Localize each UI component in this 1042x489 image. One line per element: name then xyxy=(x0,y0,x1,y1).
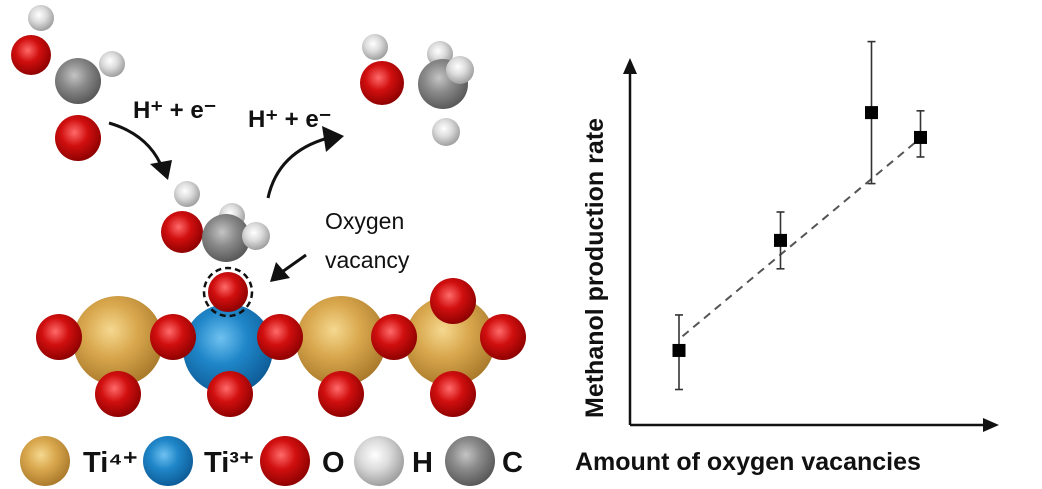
ti4-atom-swatch xyxy=(20,436,70,486)
oxygen-atom xyxy=(207,371,253,417)
carbon-atom xyxy=(55,58,101,104)
oxygen-atom-swatch xyxy=(260,436,310,486)
legend-item: Ti³⁺ xyxy=(143,436,254,486)
data-point xyxy=(672,343,686,357)
y-axis-arrowhead xyxy=(623,58,637,74)
oxygen-atom xyxy=(208,272,248,312)
hydrogen-atom xyxy=(99,51,125,77)
ti4-atom xyxy=(296,296,386,386)
legend-label: H xyxy=(412,447,433,479)
step2-label: H⁺ + e⁻ xyxy=(248,106,331,133)
data-point-group xyxy=(774,211,787,270)
carbon-atom-swatch xyxy=(445,436,495,486)
oxygen-atom xyxy=(371,314,417,360)
legend-item: O xyxy=(260,436,345,486)
ti4-atom xyxy=(73,296,163,386)
ti3-atom-swatch xyxy=(143,436,193,486)
ti4-atom xyxy=(405,296,495,386)
data-point-group xyxy=(672,314,686,391)
oxygen-atom xyxy=(360,61,404,105)
fit-line xyxy=(681,140,918,338)
legend: Ti⁴⁺ Ti³⁺ O H C xyxy=(20,436,523,486)
vacancy-label-line2: vacancy xyxy=(325,247,410,273)
legend-item: H xyxy=(354,436,433,486)
data-point-group xyxy=(914,110,927,158)
vacancy-label-line1: Oxygen xyxy=(325,208,404,234)
legend-label: O xyxy=(322,447,345,479)
hydrogen-atom xyxy=(362,34,388,60)
arrow-vacancy-pointer xyxy=(270,253,307,282)
hydrogen-atom xyxy=(432,118,460,146)
x-axis-arrowhead xyxy=(983,418,999,432)
hydrogen-atom xyxy=(242,222,270,250)
data-point xyxy=(914,130,927,144)
data-point xyxy=(774,233,787,247)
oxygen-atom xyxy=(36,314,82,360)
oxygen-atom xyxy=(150,314,196,360)
data-point xyxy=(865,106,878,120)
oxygen-atom xyxy=(318,371,364,417)
oxygen-atom xyxy=(257,314,303,360)
oxygen-atom xyxy=(430,371,476,417)
legend-label: Ti⁴⁺ xyxy=(83,447,138,479)
data-point-group xyxy=(865,40,878,185)
hydrogen-atom xyxy=(446,56,474,84)
x-axis-label: Amount of oxygen vacancies xyxy=(575,448,921,476)
legend-item: Ti⁴⁺ xyxy=(20,436,138,486)
arrow-adsorption xyxy=(108,121,172,180)
step1-label: H⁺ + e⁻ xyxy=(133,97,216,124)
legend-label: Ti³⁺ xyxy=(204,447,254,479)
oxygen-atom xyxy=(95,371,141,417)
carbon-atom xyxy=(202,214,250,262)
ti3-atom xyxy=(183,304,273,394)
oxygen-atom xyxy=(480,314,526,360)
legend-item: C xyxy=(445,436,523,486)
hydrogen-atom xyxy=(174,181,200,207)
legend-label: C xyxy=(502,447,523,479)
y-axis-label: Methanol production rate xyxy=(581,118,609,418)
oxygen-vacancy-dashed-circle xyxy=(202,266,254,318)
hydrogen-atom-swatch xyxy=(354,436,404,486)
hydrogen-atom xyxy=(28,5,54,31)
oxygen-atom xyxy=(161,211,203,253)
oxygen-atom xyxy=(55,115,101,161)
chart: Amount of oxygen vacancies Methanol prod… xyxy=(575,40,999,476)
oxygen-atom xyxy=(430,278,476,324)
oxygen-atom xyxy=(11,35,51,75)
arrow-desorption xyxy=(266,126,344,199)
atoms-layer xyxy=(11,5,526,417)
